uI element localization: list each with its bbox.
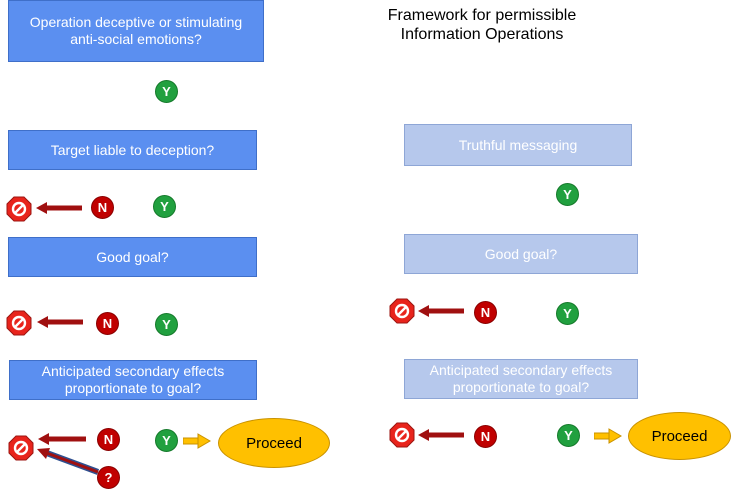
right-question-secondary-effects-text: Anticipated secondary effects proportion… (429, 362, 613, 395)
stop-sign-icon (389, 298, 415, 324)
right-truthful-messaging-text: Truthful messaging (458, 136, 578, 153)
no-label: N (480, 305, 491, 320)
diagonal-arrow-icon (37, 448, 100, 475)
yes-label: Y (162, 84, 171, 99)
right-yes-1: Y (556, 183, 579, 206)
left-arrow-icon (418, 305, 464, 317)
left-yes-4: Y (155, 429, 178, 452)
right-question-secondary-effects: Anticipated secondary effects proportion… (404, 359, 638, 399)
left-yes-3: Y (155, 313, 178, 336)
no-label: N (103, 432, 114, 447)
left-arrow-icon (37, 316, 83, 328)
left-yes-2: Y (153, 195, 176, 218)
left-yes-1: Y (155, 80, 178, 103)
left-no-3: N (97, 428, 120, 451)
unknown-label: ? (104, 470, 113, 485)
right-truthful-messaging: Truthful messaging (404, 124, 632, 166)
right-yes-3: Y (557, 424, 580, 447)
left-arrow-icon (418, 429, 464, 441)
right-no-2: N (474, 425, 497, 448)
yes-label: Y (563, 187, 572, 202)
left-question-deceptive: Operation deceptive or stimulating anti-… (8, 0, 264, 62)
stop-sign-icon (6, 196, 32, 222)
left-unknown: ? (97, 466, 120, 489)
left-question-secondary-effects: Anticipated secondary effects proportion… (9, 360, 257, 400)
stop-sign-icon (389, 422, 415, 448)
left-question-deceptive-text: Operation deceptive or stimulating anti-… (29, 14, 243, 47)
left-question-target-liable: Target liable to deception? (8, 130, 257, 170)
diagram-title: Framework for permissible Information Op… (387, 7, 577, 43)
yes-label: Y (162, 433, 171, 448)
no-label: N (102, 316, 113, 331)
right-arrow-icon (594, 428, 622, 444)
no-label: N (97, 200, 108, 215)
yes-label: Y (160, 199, 169, 214)
stop-sign-icon (8, 435, 34, 461)
left-no-1: N (91, 196, 114, 219)
right-no-1: N (474, 301, 497, 324)
right-yes-2: Y (556, 302, 579, 325)
yes-label: Y (162, 317, 171, 332)
right-proceed-text: Proceed (651, 427, 708, 445)
left-arrow-icon (38, 433, 86, 445)
left-proceed-text: Proceed (246, 434, 302, 452)
stop-sign-icon (6, 310, 32, 336)
left-proceed: Proceed (218, 418, 330, 468)
left-no-2: N (96, 312, 119, 335)
right-question-good-goal-text: Good goal? (484, 245, 558, 262)
yes-label: Y (563, 306, 572, 321)
no-label: N (480, 429, 491, 444)
right-proceed: Proceed (628, 412, 731, 460)
left-question-good-goal-text: Good goal? (96, 248, 169, 265)
left-question-target-liable-text: Target liable to deception? (50, 141, 215, 158)
right-question-good-goal: Good goal? (404, 234, 638, 274)
yes-label: Y (564, 428, 573, 443)
left-arrow-icon (36, 202, 82, 214)
left-question-good-goal: Good goal? (8, 237, 257, 277)
left-question-secondary-effects-text: Anticipated secondary effects proportion… (41, 363, 225, 396)
right-arrow-icon (183, 433, 211, 449)
